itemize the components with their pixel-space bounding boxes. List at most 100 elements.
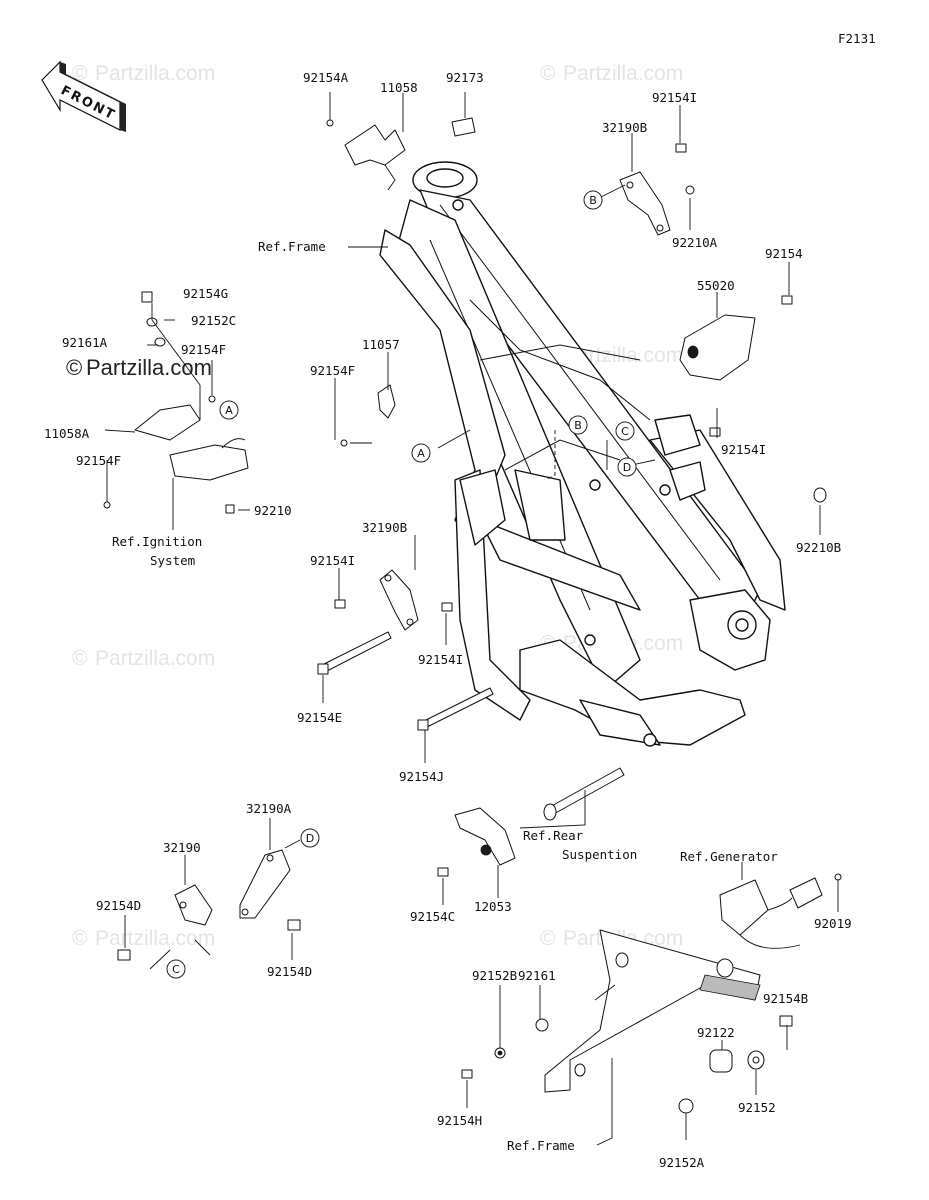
label-92154g: 92154G <box>183 286 228 301</box>
svg-text:©: © <box>66 355 82 380</box>
label-92210b: 92210B <box>796 540 841 555</box>
callout-b-frame <box>568 415 588 435</box>
ignition-coil-icon <box>169 444 249 481</box>
spacer-92161 <box>535 1018 549 1032</box>
part-labels: 92154A 11058 92173 92154I 32190B 92210A … <box>44 70 852 1170</box>
bolt-icon <box>340 439 348 447</box>
label-92154c: 92154C <box>410 909 455 924</box>
rear-suspension-shaft <box>547 767 625 816</box>
bolt-icon <box>779 1015 793 1027</box>
bolt-icon <box>103 501 111 509</box>
label-12053: 12053 <box>474 899 512 914</box>
motorcycle-frame <box>379 161 786 747</box>
label-ref-rear: Ref.Rear <box>523 828 584 843</box>
bracket-32190b-top <box>619 171 671 236</box>
bolt-icon <box>709 427 721 437</box>
collar-92152a <box>678 1098 694 1114</box>
label-92154d: 92154D <box>267 964 312 979</box>
bolt-icon <box>675 143 687 153</box>
callout-a-left <box>219 400 239 420</box>
bracket-32190a <box>239 849 291 919</box>
callouts: B A A B C D D C <box>166 190 637 979</box>
svg-text:C: C <box>172 963 180 976</box>
svg-text:B: B <box>589 194 597 207</box>
regulator-icon <box>719 879 769 936</box>
watermark: Partzilla.com <box>95 927 215 950</box>
bracket-32190 <box>174 884 213 926</box>
label-92154d: 92154D <box>96 898 141 913</box>
svg-text:B: B <box>574 419 582 432</box>
callout-d-frame <box>617 457 637 477</box>
label-92122: 92122 <box>697 1025 735 1040</box>
bolt-icon <box>834 873 842 881</box>
watermark-dark: Partzilla.com <box>86 355 212 380</box>
label-ref-rear-suspention: Suspention <box>562 847 637 862</box>
label-92019: 92019 <box>814 916 852 931</box>
bolt-icon <box>437 867 449 877</box>
callout-a-frame <box>411 443 431 463</box>
label-32190b: 32190B <box>362 520 407 535</box>
label-92154f: 92154F <box>310 363 355 378</box>
callout-c-bottom <box>166 959 186 979</box>
label-92210: 92210 <box>254 503 292 518</box>
bolt-icon <box>781 295 793 305</box>
callout-c-frame <box>615 421 635 441</box>
label-92173: 92173 <box>446 70 484 85</box>
label-92154: 92154 <box>765 246 803 261</box>
connector-icon <box>789 877 823 909</box>
bolt-icon <box>326 119 334 127</box>
label-92154i: 92154I <box>721 442 766 457</box>
svg-text:C: C <box>621 425 629 438</box>
bracket-32190b-mid <box>379 569 419 631</box>
clamp-11057 <box>377 384 396 419</box>
label-92152b: 92152B <box>472 968 517 983</box>
svg-text:A: A <box>225 404 233 417</box>
grommet-92173 <box>451 117 476 137</box>
long-bolt-92154j <box>421 687 494 729</box>
svg-text:D: D <box>623 461 631 474</box>
label-ref-generator: Ref.Generator <box>680 849 778 864</box>
label-92161a: 92161A <box>62 335 108 350</box>
label-32190: 32190 <box>163 840 201 855</box>
label-92154i: 92154I <box>652 90 697 105</box>
label-11057: 11057 <box>362 337 400 352</box>
label-92152c: 92152C <box>191 313 236 328</box>
label-92154b: 92154B <box>763 991 808 1006</box>
label-92154j: 92154J <box>399 769 444 784</box>
svg-text:©: © <box>540 62 556 85</box>
figure-code: F2131 <box>838 31 876 46</box>
label-92210a: 92210A <box>672 235 718 250</box>
bracket-11058a <box>134 404 201 441</box>
label-92152: 92152 <box>738 1100 776 1115</box>
label-ref-frame: Ref.Frame <box>258 239 326 254</box>
long-bolt-92154e <box>321 631 392 673</box>
guard-12053 <box>454 807 516 866</box>
nut-icon <box>225 504 235 514</box>
watermark: Partzilla.com <box>563 62 683 85</box>
nut-icon <box>685 185 695 195</box>
label-ref-ignition-system: System <box>150 553 195 568</box>
watermark: Partzilla.com <box>563 344 683 367</box>
leader-lines <box>104 92 839 1146</box>
label-92154e: 92154E <box>297 710 342 725</box>
small-parts <box>103 117 842 1114</box>
svg-text:©: © <box>72 927 88 950</box>
cover-55020 <box>679 314 756 381</box>
label-ref-frame: Ref.Frame <box>507 1138 575 1153</box>
watermark: Partzilla.com <box>95 647 215 670</box>
label-11058: 11058 <box>380 80 418 95</box>
label-32190b: 32190B <box>602 120 647 135</box>
label-11058a: 11058A <box>44 426 90 441</box>
callout-b-top <box>583 190 603 210</box>
label-92161: 92161 <box>518 968 556 983</box>
svg-text:D: D <box>306 832 314 845</box>
label-55020: 55020 <box>697 278 735 293</box>
bolt-icon <box>334 599 346 609</box>
watermark: Partzilla.com <box>95 62 215 85</box>
label-ref-ignition: Ref.Ignition <box>112 534 202 549</box>
label-92154i: 92154I <box>310 553 355 568</box>
svg-text:A: A <box>417 447 425 460</box>
bolt-icon <box>441 602 453 612</box>
bushing-92122 <box>709 1049 733 1073</box>
